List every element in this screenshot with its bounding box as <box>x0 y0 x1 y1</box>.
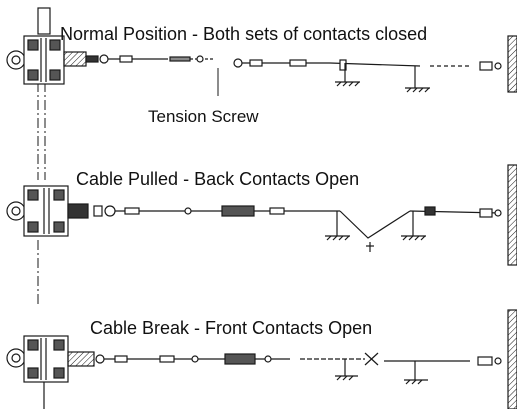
end-wall-break <box>507 309 517 410</box>
cable-supports-normal <box>335 63 430 93</box>
switch-shaft <box>37 7 51 409</box>
label-cable-pulled: Cable Pulled - Back Contacts Open <box>76 169 359 189</box>
label-normal-position: Normal Position - Both sets of contacts … <box>60 24 427 44</box>
label-tension-screw: Tension Screw <box>148 107 259 126</box>
row-normal-position: Normal Position - Both sets of contacts … <box>6 24 517 126</box>
end-wall-pulled <box>507 164 517 266</box>
row-cable-break: Cable Break - Front Contacts Open <box>6 309 517 410</box>
end-wall-normal <box>507 35 517 93</box>
row-cable-pulled: Cable Pulled - Back Contacts Open <box>6 164 517 266</box>
cable-pulled <box>115 205 502 239</box>
switch-body-break <box>6 335 105 383</box>
switch-body-pulled <box>6 185 116 237</box>
cable-supports-pulled <box>325 211 426 252</box>
label-cable-break: Cable Break - Front Contacts Open <box>90 318 372 338</box>
cable-break <box>104 352 502 366</box>
cable-supports-break <box>335 359 428 385</box>
reference-lines <box>37 82 46 305</box>
switch-body-normal <box>6 35 109 85</box>
cable-normal <box>108 55 502 71</box>
